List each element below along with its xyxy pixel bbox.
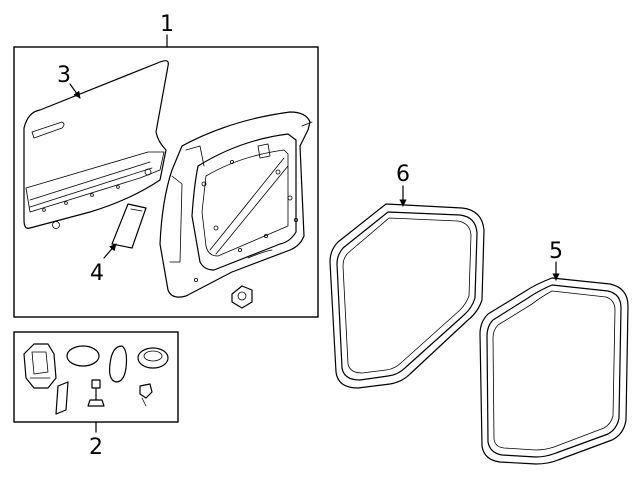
- door-pad: [111, 203, 147, 249]
- callout-3-leader: [69, 83, 81, 99]
- kit-grommet: [137, 347, 169, 369]
- kit-screw: [139, 383, 153, 407]
- callout-5-label: 5: [549, 239, 563, 264]
- kit-clip: [23, 343, 57, 389]
- kit-bolt: [87, 379, 105, 407]
- door-outer-panel: [23, 60, 169, 229]
- callout-4-leader: [103, 243, 117, 259]
- callout-6-label: 6: [396, 162, 410, 187]
- door-assembly-frame: [13, 46, 319, 318]
- callout-3-label: 3: [57, 63, 71, 88]
- door-assembly-group: 1 3 4: [13, 12, 319, 318]
- weatherstrip-front: [329, 203, 485, 389]
- kit-round-plug: [66, 345, 100, 367]
- callout-2-label: 2: [89, 435, 103, 460]
- hardware-kit-group: 2: [13, 331, 179, 460]
- hardware-kit-frame: [13, 331, 179, 423]
- kit-pad: [55, 381, 69, 415]
- callout-4-label: 4: [90, 261, 104, 286]
- door-inner-frame: [159, 111, 313, 298]
- frame-plug: [231, 285, 253, 309]
- kit-oval-plug: [109, 345, 128, 383]
- callout-1-label: 1: [160, 12, 174, 37]
- weatherstrip-rear: [479, 277, 629, 465]
